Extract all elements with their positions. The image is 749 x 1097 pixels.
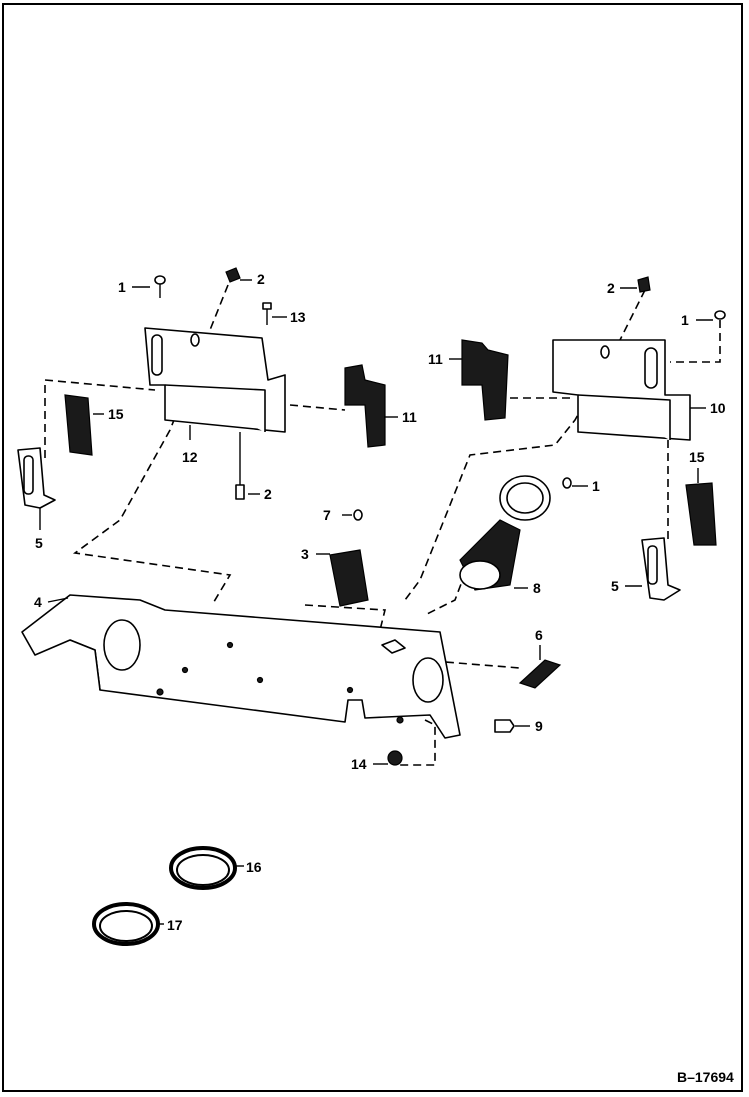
callout-15: 15: [108, 406, 124, 422]
callout-15: 15: [689, 449, 705, 465]
callout-10: 10: [710, 400, 726, 416]
callout-9: 9: [535, 718, 543, 734]
callout-12: 12: [182, 449, 198, 465]
callout-13: 13: [290, 309, 306, 325]
leader-lines: [39, 279, 713, 925]
callout-2: 2: [607, 280, 615, 296]
callout-8: 8: [533, 580, 541, 596]
callout-6: 6: [535, 627, 543, 643]
guide-5-left: [17, 447, 56, 509]
callout-16: 16: [246, 859, 262, 875]
clamp-6: [518, 659, 562, 689]
bolt-1-right: [714, 310, 726, 320]
bolt-9: [494, 719, 515, 733]
guide-5-right: [641, 537, 681, 601]
bracket-10-right: [552, 339, 691, 441]
callout-11: 11: [402, 409, 417, 425]
bolt-2-bottom-left: [235, 432, 245, 500]
boot-3: [329, 549, 369, 607]
bolt-2-top-right: [637, 276, 651, 293]
callout-17: 17: [167, 917, 183, 933]
callout-5: 5: [35, 535, 43, 551]
callout-7: 7: [323, 507, 331, 523]
nut-14: [387, 750, 403, 766]
bolt-13: [262, 302, 272, 325]
callout-11: 11: [428, 351, 443, 367]
callout-5: 5: [611, 578, 619, 594]
callout-2: 2: [264, 486, 272, 502]
callout-1: 1: [118, 279, 126, 295]
boot-8: [459, 475, 551, 591]
nut-7: [353, 509, 363, 521]
washer-under-panel: [381, 639, 406, 654]
callout-2: 2: [257, 271, 265, 287]
callout-1: 1: [592, 478, 600, 494]
seal-17: [92, 902, 160, 946]
diagram-frame: [2, 3, 743, 1092]
panel-4: [21, 594, 461, 739]
callout-1: 1: [681, 312, 689, 328]
figure-id: B–17694: [677, 1069, 734, 1085]
seal-16: [169, 846, 237, 890]
pad-15-left: [64, 394, 93, 456]
callout-4: 4: [34, 594, 42, 610]
bracket-12-left: [144, 327, 286, 440]
callout-14: 14: [351, 756, 367, 772]
bolt-1-left: [154, 275, 166, 298]
bolt-2-top-left: [225, 267, 241, 283]
boot-11-right: [461, 339, 509, 421]
pad-15-right: [685, 482, 717, 546]
callout-labels: 1 2 13 2 1 11 15 12 11 10 2 1 15 5 7 3 8…: [34, 271, 726, 933]
bolt-1-mid: [562, 477, 572, 489]
callout-3: 3: [301, 546, 309, 562]
boot-11-center: [344, 364, 386, 448]
